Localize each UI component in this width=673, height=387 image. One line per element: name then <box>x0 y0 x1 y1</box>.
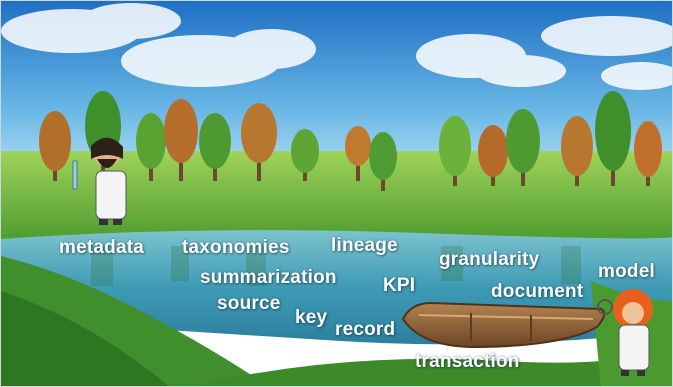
grass-bank-left-shadow <box>1 291 169 386</box>
scientist-with-test-tube-icon <box>72 137 127 225</box>
model-label: model <box>598 261 655 282</box>
key-label: key <box>295 307 328 328</box>
grass-bank-bottom <box>189 351 672 386</box>
tree-line <box>39 91 662 191</box>
document-label: document <box>491 281 584 302</box>
taxonomies-label: taxonomies <box>182 237 290 258</box>
granularity-label: granularity <box>439 249 540 270</box>
lineage-label: lineage <box>331 235 398 256</box>
water-reflections <box>91 246 581 286</box>
scientist-with-magnifier-icon <box>597 289 653 376</box>
source-label: source <box>217 293 281 314</box>
metadata-label: metadata <box>59 237 145 258</box>
summarization-label: summarization <box>200 267 337 288</box>
kpi-label: KPI <box>383 275 416 296</box>
clouds <box>1 3 672 90</box>
transaction-label: transaction <box>415 351 520 372</box>
rowboat-icon <box>401 301 606 349</box>
record-label: record <box>335 319 396 340</box>
